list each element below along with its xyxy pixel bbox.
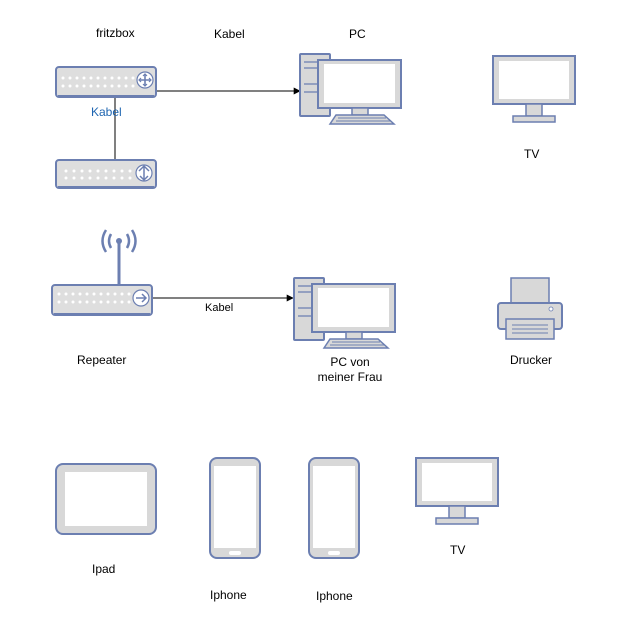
phone-icon[interactable]: [308, 457, 360, 559]
pc-icon[interactable]: [299, 53, 402, 125]
drucker-label: Drucker: [510, 353, 553, 367]
wireless-router-icon[interactable]: [51, 229, 153, 316]
switch-icon[interactable]: [55, 159, 157, 189]
phone-icon[interactable]: [209, 457, 261, 559]
printer-icon[interactable]: [497, 277, 563, 340]
fritzbox-label: fritzbox: [96, 26, 135, 40]
iphone-1-label: Iphone: [210, 588, 247, 602]
pc-label: PC: [349, 27, 366, 41]
kabel-link-label: Kabel: [91, 105, 122, 119]
router-icon[interactable]: [55, 66, 157, 98]
tablet-icon[interactable]: [55, 463, 157, 535]
kabel-top-label: Kabel: [214, 27, 245, 41]
pc-icon[interactable]: [293, 277, 396, 349]
tv-bottom-label: TV: [450, 543, 466, 557]
pc-wife-label: PC von meiner Frau: [317, 355, 383, 384]
iphone-2-label: Iphone: [316, 589, 353, 603]
tv-top-label: TV: [524, 147, 540, 161]
kabel-mid-label: Kabel: [205, 302, 234, 314]
monitor-icon[interactable]: [415, 457, 499, 525]
kabel-connector-fritzbox-pc: [114, 87, 301, 168]
monitor-icon[interactable]: [492, 55, 576, 123]
ipad-label: Ipad: [92, 562, 116, 576]
repeater-label: Repeater: [77, 353, 127, 367]
